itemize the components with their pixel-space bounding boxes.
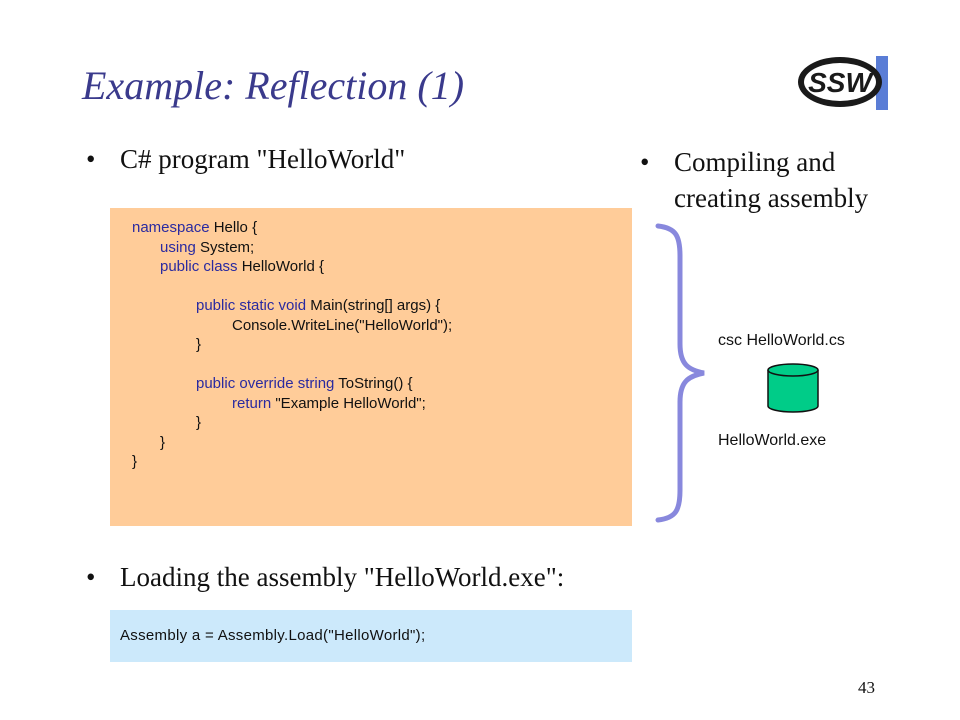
code-text: System; <box>200 238 255 256</box>
bullet-dot: • <box>640 147 650 177</box>
code-line: return "Example HelloWorld"; <box>132 394 452 414</box>
code-block: namespace Hello {using System;public cla… <box>110 208 632 526</box>
page-number: 43 <box>858 678 875 697</box>
code-keyword: return <box>232 394 276 412</box>
code-line: public override string ToString() { <box>132 374 452 394</box>
code-line: namespace Hello { <box>132 218 452 238</box>
code-keyword: public class <box>160 258 242 275</box>
logo-text: SSW <box>808 67 874 98</box>
code-keyword: using <box>160 238 201 256</box>
code-line: public static void Main(string[] args) { <box>132 296 452 316</box>
code-keyword: public override string <box>196 375 339 392</box>
bullet-csharp-program: • C# program "HelloWorld" <box>86 144 405 175</box>
bullet-loading: • Loading the assembly "HelloWorld.exe": <box>86 562 564 593</box>
code-text: Main(string[] args) { <box>310 297 441 314</box>
code-text: Hello { <box>213 219 258 236</box>
code-line: } <box>132 413 452 433</box>
ssw-logo: SSW <box>798 52 890 112</box>
compile-command: csc HelloWorld.cs <box>718 332 845 349</box>
output-file: HelloWorld.exe <box>718 432 827 449</box>
code-listing: namespace Hello {using System;public cla… <box>132 218 452 472</box>
bullet-compiling: • Compiling and creating assembly <box>640 144 868 216</box>
code-line <box>132 277 452 297</box>
code-text: } <box>132 453 138 470</box>
code-line: using System; <box>132 238 452 258</box>
code-line: } <box>132 452 452 472</box>
load-code-block: Assembly a = Assembly.Load("HelloWorld")… <box>110 610 632 662</box>
bullet-text: Loading the assembly "HelloWorld.exe": <box>120 562 565 592</box>
code-line: } <box>132 335 452 355</box>
code-line <box>132 355 452 375</box>
bullet-dot: • <box>86 562 96 592</box>
bullet-text-line2: creating assembly <box>674 183 869 213</box>
slide-title: Example: Reflection (1) <box>82 63 465 108</box>
curly-brace-icon <box>654 222 710 529</box>
code-text: "Example HelloWorld"; <box>275 394 426 412</box>
database-cylinder-icon <box>766 362 820 419</box>
code-text: } <box>196 414 202 431</box>
code-text: Console.WriteLine("HelloWorld"); <box>232 316 453 334</box>
code-text: } <box>196 336 202 353</box>
bullet-text: C# program "HelloWorld" <box>120 144 406 174</box>
code-text: } <box>160 433 166 451</box>
code-text: HelloWorld { <box>241 258 324 275</box>
code-line: } <box>132 433 452 453</box>
code-keyword: public static void <box>196 297 311 314</box>
code-text: ToString() { <box>338 375 413 392</box>
bullet-text-line1: Compiling and <box>674 147 836 177</box>
code-keyword: namespace <box>132 219 214 236</box>
code-line: public class HelloWorld { <box>132 257 452 277</box>
load-code: Assembly a = Assembly.Load("HelloWorld")… <box>120 627 426 644</box>
bullet-dot: • <box>86 144 96 174</box>
code-line: Console.WriteLine("HelloWorld"); <box>132 316 452 336</box>
